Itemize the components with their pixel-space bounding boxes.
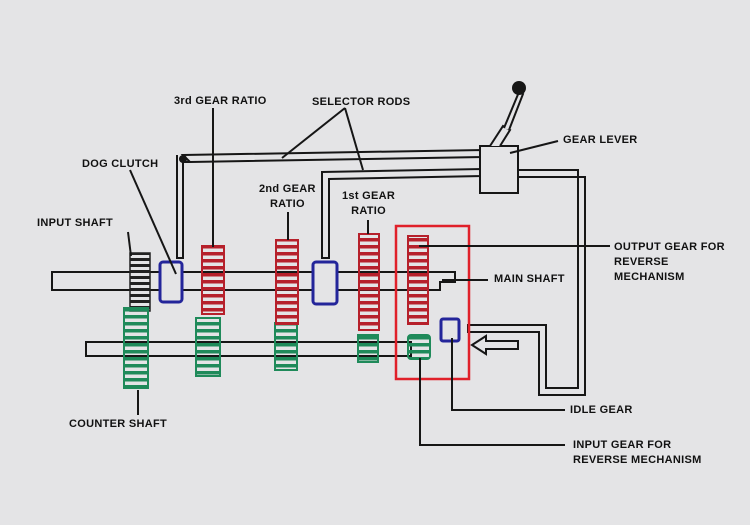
label-output-gear-reverse: OUTPUT GEAR FOR REVERSE MECHANISM [614, 241, 725, 283]
input-shaft-gear [129, 252, 151, 312]
arrow-icon [470, 334, 519, 356]
gear-lever [479, 81, 526, 194]
label-input-shaft: INPUT SHAFT [37, 217, 114, 229]
leader-lines [127, 107, 610, 446]
third-gear [201, 245, 225, 315]
second-gear [275, 239, 299, 325]
label-third-gear-ratio: 3rd GEAR RATIO [174, 95, 267, 107]
label-second-gear-ratio: 2nd GEAR RATIO [259, 183, 316, 210]
first-gear [358, 233, 380, 331]
label-idle-gear: IDLE GEAR [570, 404, 633, 416]
label-first-gear-ratio: 1st GEAR RATIO [342, 190, 396, 217]
ratio-gears [201, 233, 429, 331]
label-gear-lever: GEAR LEVER [563, 134, 638, 146]
counter-gears [123, 307, 431, 389]
label-input-gear-reverse: INPUT GEAR FOR REVERSE MECHANISM [573, 439, 702, 466]
reverse-output-gear [407, 235, 429, 325]
label-dog-clutch: DOG CLUTCH [82, 158, 159, 170]
dog-clutches [158, 260, 461, 343]
label-counter-shaft: COUNTER SHAFT [69, 418, 168, 430]
label-main-shaft: MAIN SHAFT [494, 273, 565, 285]
main-shaft [51, 271, 456, 291]
idle-gear-shape [439, 317, 461, 343]
rod-pivot-dot [179, 155, 187, 163]
reverse-mechanism-box [394, 224, 471, 381]
label-selector-rods: SELECTOR RODS [312, 96, 411, 108]
reverse-input-gear [407, 334, 431, 360]
